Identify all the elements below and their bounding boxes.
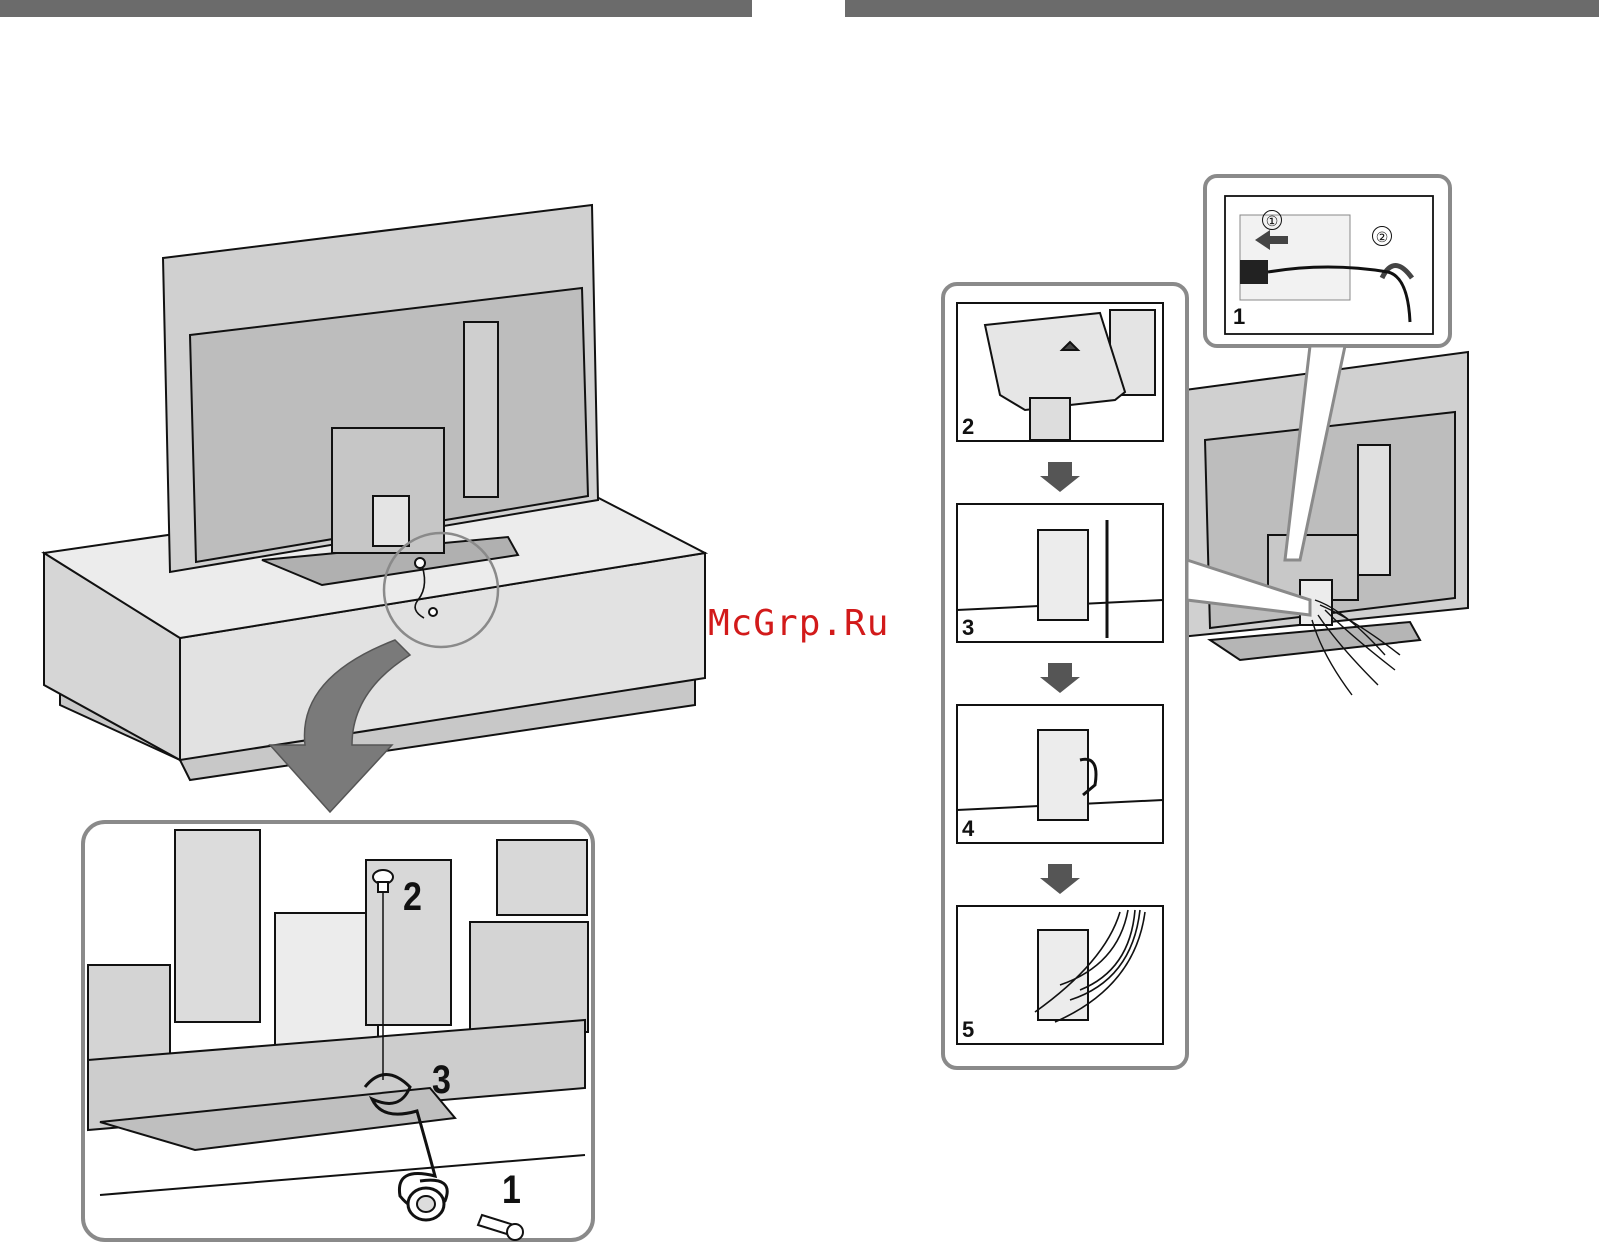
tv-on-cabinet — [44, 205, 705, 780]
circled-number-2: ② — [1372, 226, 1392, 246]
panel-step-number-5: 5 — [962, 1019, 974, 1041]
step-number-1: 1 — [502, 1170, 521, 1210]
panel-step-number-3: 3 — [962, 617, 974, 639]
inset-step-number-1: 1 — [1233, 306, 1245, 328]
watermark-text: McGrp.Ru — [708, 603, 889, 644]
step-number-2: 2 — [403, 877, 422, 917]
panel-step-number-4: 4 — [962, 818, 974, 840]
panel-step-number-2: 2 — [962, 416, 974, 438]
circled-number-1: ① — [1262, 210, 1282, 230]
step-number-3: 3 — [432, 1060, 451, 1100]
